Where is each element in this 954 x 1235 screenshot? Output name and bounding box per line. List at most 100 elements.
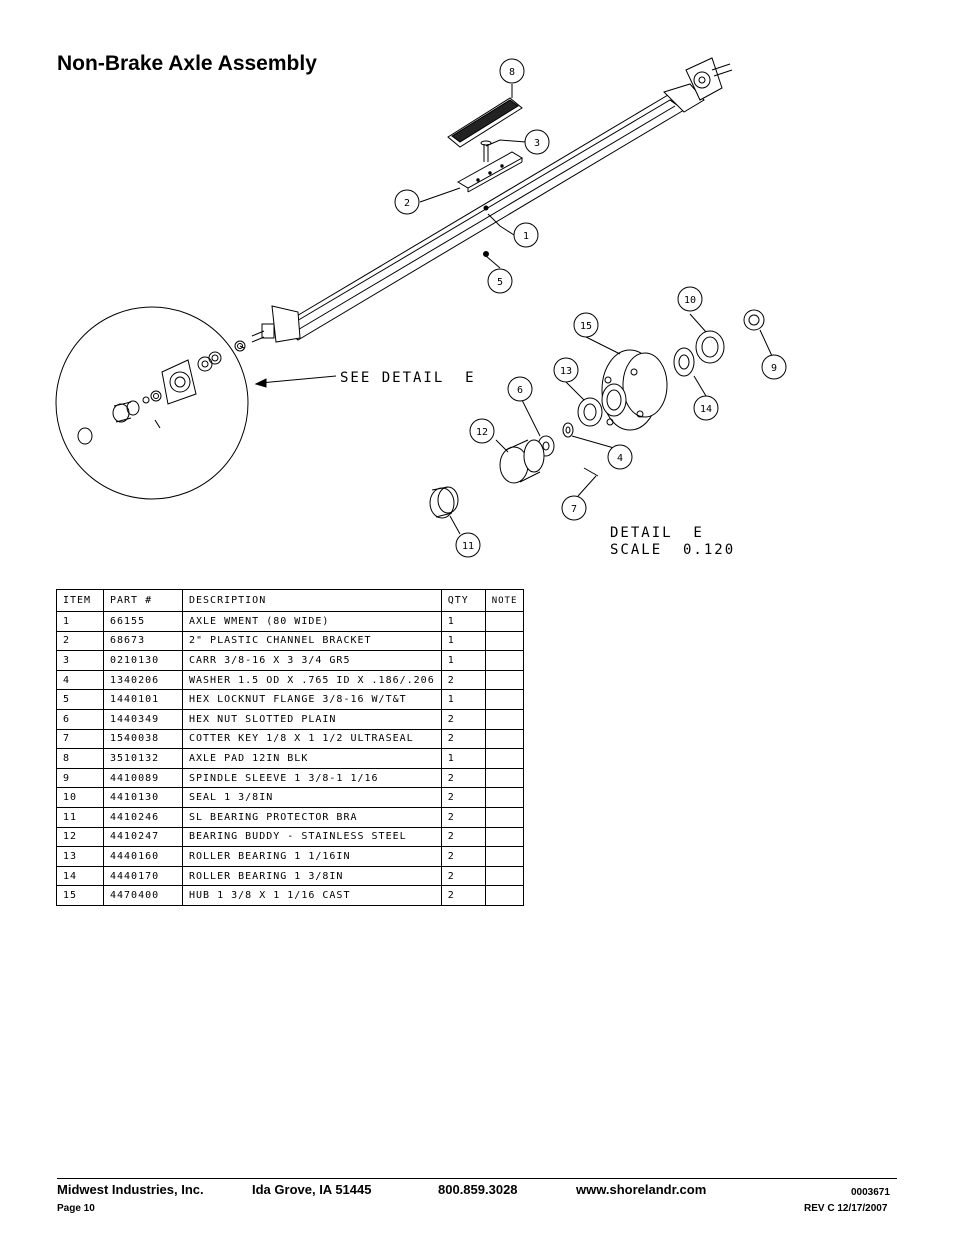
cell-qty: 2 bbox=[440, 669, 486, 691]
cell-note bbox=[484, 689, 525, 710]
balloon-8 bbox=[499, 58, 525, 84]
balloon-text: 3 bbox=[534, 138, 540, 149]
footer-rule bbox=[57, 1178, 897, 1179]
cell-note bbox=[484, 669, 525, 691]
cell-item: 9 bbox=[56, 767, 104, 789]
cell-part: 0210130 bbox=[103, 650, 183, 671]
cell-description: 2" PLASTIC CHANNEL BRACKET bbox=[182, 630, 442, 652]
cell-item: 3 bbox=[56, 650, 104, 671]
balloon-text: 5 bbox=[497, 277, 503, 288]
cell-part: 1340206 bbox=[103, 669, 183, 691]
cell-item: 10 bbox=[56, 787, 104, 808]
cell-note bbox=[484, 650, 525, 671]
balloon-text: 1 bbox=[523, 231, 529, 242]
cell-part: 4470400 bbox=[103, 885, 183, 906]
cell-item: 5 bbox=[56, 689, 104, 710]
see-detail-label: SEE DETAIL E bbox=[340, 370, 476, 386]
balloon-text: 7 bbox=[571, 504, 577, 515]
balloon-7 bbox=[561, 495, 587, 521]
footer-revision: REV C 12/17/2007 bbox=[804, 1203, 888, 1214]
cell-item: 6 bbox=[56, 708, 104, 730]
axle-assembly-drawing: 8 3 2 1 5 15 10 9 13 6 14 12 4 7 11 SEE … bbox=[55, 57, 787, 558]
cell-description: HEX LOCKNUT FLANGE 3/8-16 W/T&T bbox=[182, 689, 442, 710]
balloon-12 bbox=[469, 418, 495, 444]
cell-note bbox=[484, 806, 525, 828]
cell-item: 13 bbox=[56, 846, 104, 867]
cell-note bbox=[484, 630, 525, 652]
cell-qty: 1 bbox=[440, 611, 486, 632]
balloon-5 bbox=[487, 268, 513, 294]
cell-part: 4410246 bbox=[103, 806, 183, 828]
detail-inset bbox=[55, 306, 249, 500]
detail-leader-lines bbox=[449, 313, 773, 535]
cell-note bbox=[484, 826, 525, 848]
cell-description: AXLE PAD 12IN BLK bbox=[182, 748, 442, 769]
see-detail-arrow bbox=[254, 375, 337, 388]
header-description: DESCRIPTION bbox=[182, 589, 442, 612]
footer-website: www.shorelandr.com bbox=[576, 1182, 707, 1197]
cell-item: 14 bbox=[56, 865, 104, 887]
balloon-11 bbox=[455, 532, 481, 558]
cell-note bbox=[484, 611, 525, 632]
cell-item: 8 bbox=[56, 748, 104, 769]
balloon-14 bbox=[693, 395, 719, 421]
cell-part: 1440349 bbox=[103, 708, 183, 730]
balloon-4 bbox=[607, 444, 633, 470]
cell-note bbox=[484, 767, 525, 789]
page-title: Non-Brake Axle Assembly bbox=[57, 52, 317, 75]
channel-bracket bbox=[457, 151, 523, 193]
balloon-13 bbox=[553, 357, 579, 383]
footer-location: Ida Grove, IA 51445 bbox=[252, 1182, 372, 1197]
cell-description: HEX NUT SLOTTED PLAIN bbox=[182, 708, 442, 730]
carriage-bolt bbox=[480, 140, 492, 162]
balloon-9 bbox=[761, 354, 787, 380]
cell-part: 68673 bbox=[103, 630, 183, 652]
cell-item: 11 bbox=[56, 806, 104, 828]
leader-lines bbox=[239, 84, 527, 349]
balloon-text: 9 bbox=[771, 363, 777, 374]
cell-description: BEARING BUDDY - STAINLESS STEEL bbox=[182, 826, 442, 848]
balloon-text: 11 bbox=[462, 541, 474, 552]
cell-note bbox=[484, 846, 525, 867]
cell-qty: 1 bbox=[440, 689, 486, 710]
cell-description: ROLLER BEARING 1 3/8IN bbox=[182, 865, 442, 887]
cell-part: 3510132 bbox=[103, 748, 183, 769]
cell-part: 4410247 bbox=[103, 826, 183, 848]
balloon-text: 12 bbox=[476, 427, 488, 438]
cell-part: 1440101 bbox=[103, 689, 183, 710]
cell-note bbox=[484, 708, 525, 730]
cell-part: 4410089 bbox=[103, 767, 183, 789]
cell-qty: 1 bbox=[440, 630, 486, 652]
cell-note bbox=[484, 728, 525, 750]
balloon-10 bbox=[677, 286, 703, 312]
footer-page: Page 10 bbox=[57, 1203, 95, 1214]
cell-qty: 1 bbox=[440, 748, 486, 769]
cell-note bbox=[484, 748, 525, 769]
cell-qty: 2 bbox=[440, 708, 486, 730]
cell-description: SL BEARING PROTECTOR BRA bbox=[182, 806, 442, 828]
cell-description: ROLLER BEARING 1 1/16IN bbox=[182, 846, 442, 867]
cell-qty: 2 bbox=[440, 826, 486, 848]
footer-phone: 800.859.3028 bbox=[438, 1182, 518, 1197]
balloon-15 bbox=[573, 312, 599, 338]
cell-description: SPINDLE SLEEVE 1 3/8-1 1/16 bbox=[182, 767, 442, 789]
cell-item: 1 bbox=[56, 611, 104, 632]
cell-part: 1540038 bbox=[103, 728, 183, 750]
header-qty: QTY bbox=[440, 589, 486, 612]
table-header-row: ITEM PART # DESCRIPTION QTY NOTE bbox=[56, 589, 525, 612]
cell-qty: 2 bbox=[440, 806, 486, 828]
cell-description: CARR 3/8-16 X 3 3/4 GR5 bbox=[182, 650, 442, 671]
header-part: PART # bbox=[103, 589, 183, 612]
